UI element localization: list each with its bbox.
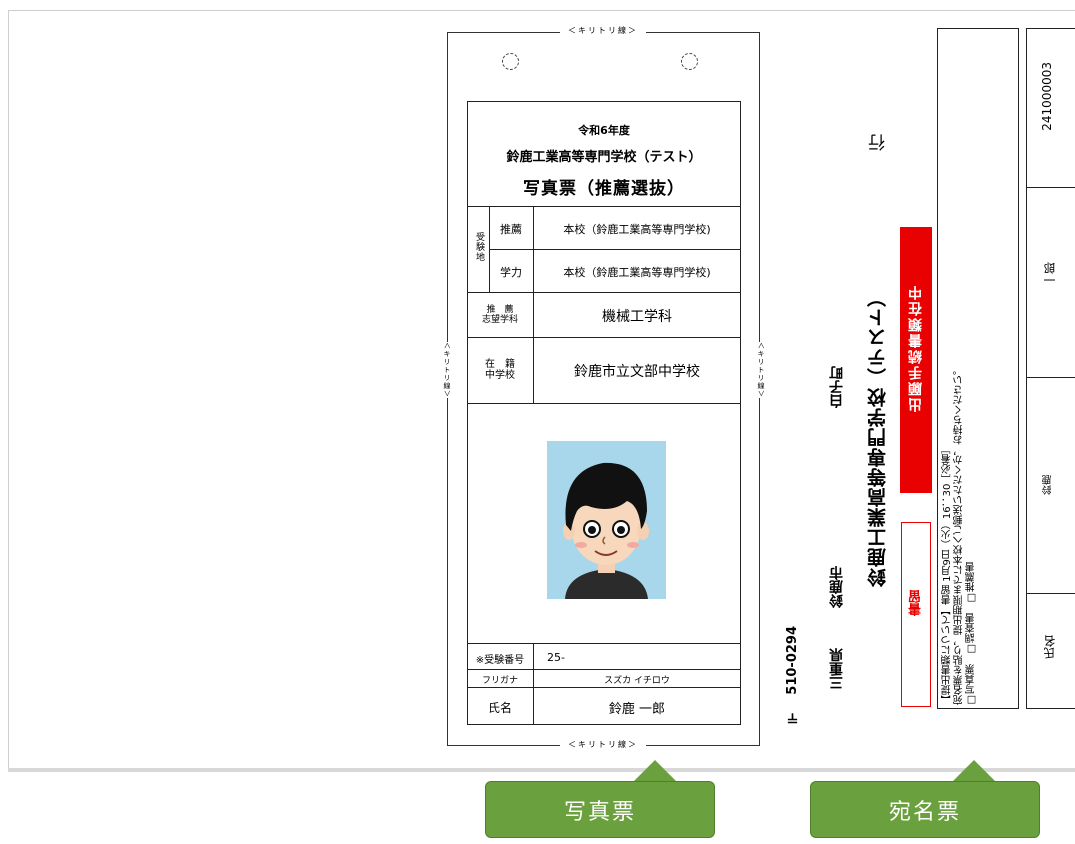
- postal-mark: 〒: [787, 712, 802, 725]
- name-id-box: [1026, 28, 1075, 709]
- card-rule: [533, 643, 534, 725]
- furigana-value: スズカ イチロウ: [604, 676, 670, 686]
- exam-site-label: 受験地: [474, 232, 484, 262]
- address-callout: 宛名票: [810, 781, 1040, 838]
- photo-card: [467, 101, 741, 725]
- card-title: 写真票（推薦選抜）: [523, 179, 685, 199]
- card-rule: [467, 669, 741, 670]
- punch-hole-left: [502, 53, 519, 70]
- id-box-rule: [1026, 187, 1075, 188]
- row-value-suisen: 本校（鈴鹿工業高等専門学校): [563, 223, 711, 236]
- card-school: 鈴鹿工業高等専門学校（テスト）: [506, 150, 702, 165]
- cut-line-label-right: ＜キリトリ線＞: [756, 342, 766, 398]
- school-label: 在 籍 中学校: [485, 359, 515, 381]
- row-label-gakuryoku: 学力: [500, 266, 522, 279]
- card-rule: [467, 337, 741, 338]
- address-city: 鈴鹿市: [829, 566, 845, 608]
- name-label: 氏名: [487, 701, 512, 715]
- row-value-gakuryoku: 本校（鈴鹿工業高等専門学校): [563, 266, 711, 279]
- postal-code: 510-0294: [785, 626, 800, 695]
- dept-value: 機械工学科: [602, 309, 672, 325]
- id-box-rule: [1026, 593, 1075, 594]
- address-callout-label: 宛名票: [888, 799, 961, 825]
- address-town: 白子町: [829, 366, 845, 408]
- name-field-label: 氏名: [1043, 635, 1057, 659]
- boy-avatar-illustration: [547, 441, 666, 599]
- family-name: 鈴鹿: [1043, 475, 1054, 495]
- punch-hole-right: [681, 53, 698, 70]
- card-rule: [467, 403, 741, 404]
- notes-box: [937, 28, 1019, 709]
- submission-notes: 【提出書類について】書留 1月9日（火）16：30［必着］ 宛名票を貼り，提出期…: [942, 365, 977, 705]
- row-label-suisen: 推薦: [500, 223, 522, 236]
- exam-number-label: ※受験番号: [475, 655, 525, 666]
- card-rule: [467, 206, 741, 207]
- red-band: [900, 227, 932, 493]
- photo-callout-label: 写真票: [563, 799, 636, 825]
- school-value: 鈴鹿市立文部中学校: [574, 364, 700, 380]
- cut-line-label-left: ＜キリトリ線＞: [442, 342, 452, 398]
- id-box-rule: [1026, 377, 1075, 378]
- panel-bottom-border: [8, 768, 1075, 772]
- card-rule: [533, 206, 534, 403]
- red-band-text: 出願手続書類在中: [908, 284, 924, 412]
- registered-mail-box: [901, 522, 931, 707]
- registered-mail-stamp: 書留: [909, 590, 924, 616]
- card-rule: [489, 206, 490, 292]
- card-rule: [489, 249, 741, 250]
- id-number: 241000003: [1040, 62, 1054, 131]
- address-callout-pointer: [952, 760, 996, 782]
- cut-line-label-top: ＜キリトリ線＞: [560, 26, 646, 36]
- address-suffix: 行: [869, 134, 889, 151]
- card-rule: [467, 687, 741, 688]
- given-name: 一郎: [1043, 262, 1057, 286]
- address-prefecture: 三重県: [829, 648, 845, 690]
- card-rule: [467, 643, 741, 644]
- card-rule: [467, 292, 741, 293]
- name-value: 鈴鹿 一郎: [608, 702, 666, 717]
- furigana-label: フリガナ: [481, 676, 518, 686]
- applicant-photo: [547, 441, 666, 599]
- photo-callout: 写真票: [485, 781, 715, 838]
- cut-line-label-bottom: ＜キリトリ線＞: [560, 740, 646, 750]
- address-school-name: 鈴鹿工業高等専門学校（テスト）: [867, 287, 889, 587]
- card-year: 令和6年度: [578, 124, 630, 137]
- exam-number-value: 25-: [547, 651, 565, 664]
- photo-callout-pointer: [633, 760, 677, 782]
- dept-label: 推 薦 志望学科: [481, 305, 518, 325]
